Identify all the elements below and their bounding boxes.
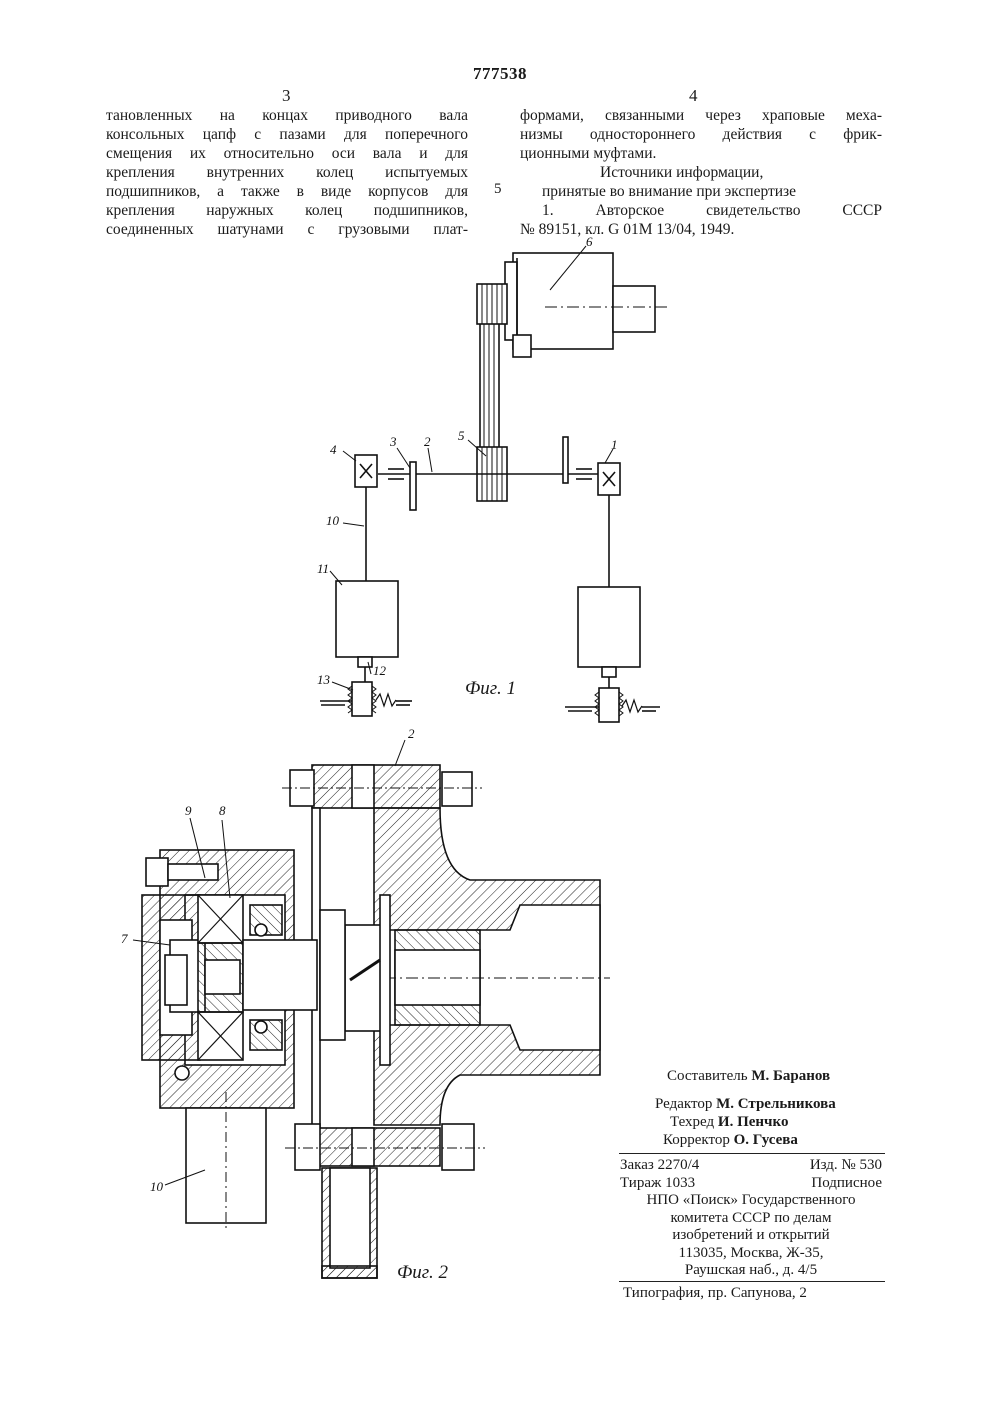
divider [619, 1281, 885, 1282]
address: Раушская наб., д. 4/5 [620, 1262, 882, 1280]
order-number: Заказ 2270/4 [620, 1157, 699, 1175]
callout-label: 10 [326, 513, 340, 528]
printer: Типография, пр. Сапунова, 2 [623, 1285, 807, 1303]
organization: изобретений и открытий [620, 1227, 882, 1245]
compiler-line: Составитель М. Баранов [667, 1068, 830, 1086]
figure-2 [133, 740, 610, 1278]
subscription: Подписное [811, 1175, 882, 1193]
techred-label: Техред [670, 1114, 714, 1130]
editor-label: Редактор [655, 1096, 712, 1112]
callout-label: 8 [219, 803, 226, 818]
publication-details: Заказ 2270/4 Изд. № 530 Тираж 1033 Подпи… [620, 1157, 882, 1280]
ratchet-13 [352, 682, 372, 716]
callout-label: 3 [389, 434, 397, 449]
organization: комитета СССР по делам [620, 1210, 882, 1228]
divider [619, 1153, 885, 1154]
corrector-label: Корректор [663, 1132, 730, 1148]
techred-line: Техред И. Пенчко [670, 1114, 788, 1132]
callout-label: 13 [317, 672, 331, 687]
callout-label: 11 [317, 561, 329, 576]
callout-label: 4 [330, 442, 337, 457]
callout-label: 2 [408, 726, 415, 741]
callout-label: 2 [424, 434, 431, 449]
figure-1 [320, 246, 668, 722]
clutch-1 [563, 437, 568, 483]
compiler-name: М. Баранов [751, 1068, 830, 1084]
callout-label: 10 [150, 1179, 164, 1194]
editor-line: Редактор М. Стрельникова [655, 1096, 836, 1114]
clutch-3 [410, 462, 416, 510]
load-platform-right [578, 587, 640, 667]
corrector-name: О. Гусева [734, 1132, 798, 1148]
editor-name: М. Стрельникова [716, 1096, 836, 1112]
figure-1-caption: Фиг. 1 [465, 678, 516, 700]
circulation: Тираж 1033 [620, 1175, 695, 1193]
callout-label: 9 [185, 803, 192, 818]
callout-label: 1 [611, 437, 618, 452]
load-platform-11 [336, 581, 398, 657]
compiler-label: Составитель [667, 1068, 748, 1084]
organization: НПО «Поиск» Государственного [620, 1192, 882, 1210]
address: 113035, Москва, Ж-35, [620, 1245, 882, 1263]
techred-name: И. Пенчко [718, 1114, 789, 1130]
edition-number: Изд. № 530 [810, 1157, 882, 1175]
callout-label: 6 [586, 234, 593, 249]
callout-label: 7 [121, 931, 128, 946]
corrector-line: Корректор О. Гусева [663, 1132, 798, 1150]
figure-2-caption: Фиг. 2 [397, 1262, 448, 1284]
callout-label: 12 [373, 663, 387, 678]
callout-label: 5 [458, 428, 465, 443]
